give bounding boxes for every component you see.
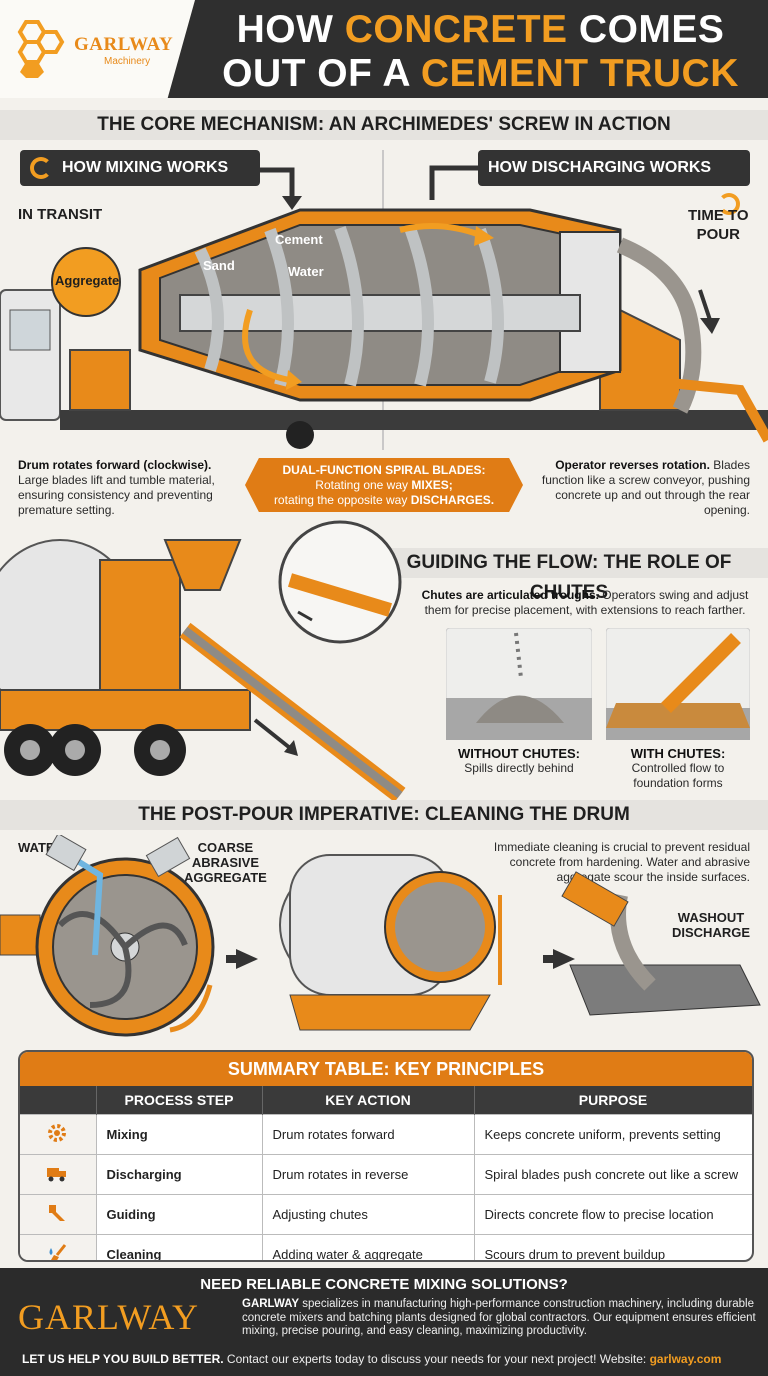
row-action: Adjusting chutes	[262, 1194, 475, 1235]
column-header-purpose: PURPOSE	[474, 1086, 752, 1115]
table-row: Guiding Adjusting chutes Directs concret…	[20, 1194, 752, 1235]
truck-icon	[47, 1168, 67, 1182]
table-row: Mixing Drum rotates forward Keeps concre…	[20, 1114, 752, 1155]
without-chutes-image	[446, 628, 592, 740]
section-title-chutes: GUIDING THE FLOW: THE ROLE OF CHUTES	[370, 548, 768, 603]
footer-cta: LET US HELP YOU BUILD BETTER. Contact ou…	[22, 1352, 722, 1366]
row-action: Drum rotates in reverse	[262, 1154, 475, 1195]
summary-table-title: SUMMARY TABLE: KEY PRINCIPLES	[20, 1052, 752, 1086]
column-header-key-action: KEY ACTION	[262, 1086, 475, 1115]
how-mixing-works-pill: HOW MIXING WORKS	[20, 150, 260, 186]
summary-table: SUMMARY TABLE: KEY PRINCIPLES PROCESS ST…	[18, 1050, 754, 1262]
in-transit-label: IN TRANSIT	[18, 206, 103, 223]
website-link[interactable]: garlway.com	[649, 1352, 722, 1366]
row-purpose: Scours drum to prevent buildup	[474, 1234, 752, 1260]
section-title-cleaning: THE POST-POUR IMPERATIVE: CLEANING THE D…	[0, 800, 768, 830]
column-header-process-step: PROCESS STEP	[96, 1086, 263, 1115]
truck-with-chute-illustration	[0, 520, 406, 803]
chute-icon	[49, 1205, 66, 1221]
brand-name: GARLWAY	[74, 34, 174, 55]
table-header-row: PROCESS STEP KEY ACTION PURPOSE	[20, 1086, 752, 1115]
cleaning-description: Immediate cleaning is crucial to prevent…	[493, 840, 750, 884]
gear-icon	[48, 1124, 67, 1142]
dual-function-callout: DUAL-FUNCTION SPIRAL BLADES: Rotating on…	[245, 458, 523, 512]
row-purpose: Keeps concrete uniform, prevents setting	[474, 1114, 752, 1155]
hexagon-logo-icon	[17, 20, 65, 78]
brush-water-icon	[49, 1244, 67, 1260]
row-step: Discharging	[96, 1154, 263, 1195]
row-action: Drum rotates forward	[262, 1114, 475, 1155]
row-action: Adding water & aggregate	[262, 1234, 475, 1260]
cement-label: Cement	[275, 232, 323, 247]
footer-logo: GARLWAY	[18, 1297, 200, 1337]
footer: NEED RELIABLE CONCRETE MIXING SOLUTIONS?…	[0, 1268, 768, 1376]
row-step: Guiding	[96, 1194, 263, 1235]
mixing-description: Drum rotates forward (clockwise). Large …	[18, 458, 215, 517]
with-chutes-image	[606, 628, 750, 740]
footer-description: GARLWAY specializes in manufacturing hig…	[242, 1298, 756, 1337]
without-chutes-caption: WITHOUT CHUTES:Spills directly behind	[457, 746, 581, 775]
summary-table-grid: PROCESS STEP KEY ACTION PURPOSE Mixing D…	[20, 1086, 752, 1260]
footer-question: NEED RELIABLE CONCRETE MIXING SOLUTIONS?	[200, 1276, 568, 1293]
aggregate-label: Aggregate	[55, 273, 120, 288]
table-row: Cleaning Adding water & aggregate Scours…	[20, 1234, 752, 1260]
section-title-core-mechanism: THE CORE MECHANISM: AN ARCHIMEDES' SCREW…	[0, 110, 768, 140]
discharging-description: Operator reverses rotation. Blades funct…	[541, 458, 750, 517]
rotate-clockwise-icon	[30, 156, 52, 179]
sand-label: Sand	[203, 258, 235, 273]
header: GARLWAY Machinery HOW CONCRETE COMES OUT…	[0, 0, 768, 98]
brand-subtitle: Machinery	[104, 56, 151, 67]
mixer-drum-cutaway-illustration	[0, 150, 768, 450]
water-label: Water	[288, 264, 324, 279]
drum-cleaning-illustration	[0, 835, 761, 1037]
row-step: Mixing	[96, 1114, 263, 1155]
row-step: Cleaning	[96, 1234, 263, 1260]
how-discharging-works-pill: HOW DISCHARGING WORKS	[478, 150, 750, 215]
page-title: HOW CONCRETE COMES OUT OF A CEMENT TRUCK	[222, 8, 739, 95]
row-purpose: Spiral blades push concrete out like a s…	[474, 1154, 752, 1195]
table-row: Discharging Drum rotates in reverse Spir…	[20, 1154, 752, 1195]
chutes-description: Chutes are articulated troughs. Operator…	[421, 588, 749, 617]
row-purpose: Directs concrete flow to precise locatio…	[474, 1194, 752, 1235]
brand-logo: GARLWAY Machinery	[0, 0, 195, 98]
